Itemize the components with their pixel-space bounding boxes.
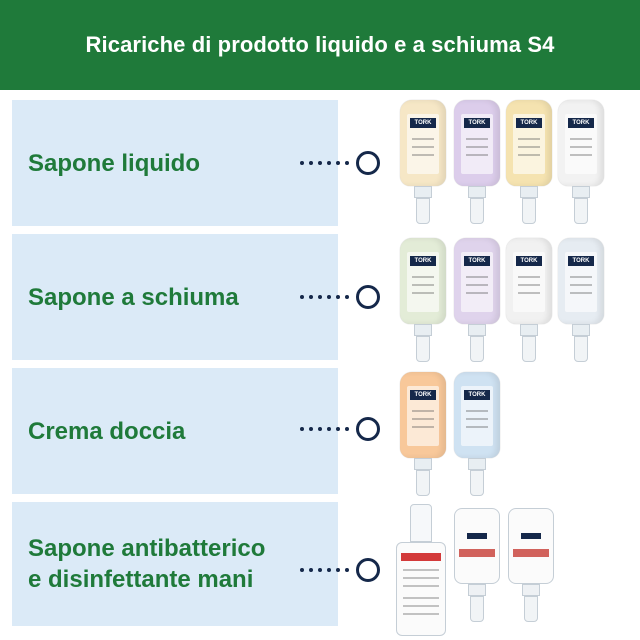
antibacterial-soap-bottle: [454, 508, 500, 628]
category-label: Sapone antibatterico e disinfettante man…: [28, 535, 266, 593]
tork-logo: TORK: [464, 256, 490, 266]
connector-ring-icon: [356, 285, 380, 309]
shower-cream-bottle: TORK: [400, 372, 446, 498]
tork-logo: TORK: [464, 390, 490, 400]
connector-ring-icon: [356, 151, 380, 175]
category-row-antibacterial: Sapone antibatterico e disinfettante man…: [12, 502, 338, 626]
connector: [300, 148, 390, 178]
foam-soap-bottle: TORK: [558, 238, 604, 364]
page-title: Ricariche di prodotto liquido e a schium…: [85, 32, 555, 57]
foam-soap-bottle: TORK: [506, 238, 552, 364]
liquid-soap-bottle: TORK: [454, 100, 500, 226]
connector: [300, 414, 390, 444]
tork-logo: TORK: [410, 118, 436, 128]
antibacterial-soap-bottle: [508, 508, 554, 628]
hand-sanitizer-bottle: [396, 504, 446, 636]
category-row-foam-soap: Sapone a schiuma: [12, 234, 338, 360]
category-label: Sapone a schiuma: [28, 283, 239, 311]
category-row-shower-cream: Crema doccia: [12, 368, 338, 494]
tork-logo: TORK: [410, 390, 436, 400]
connector-ring-icon: [356, 558, 380, 582]
category-label: Crema doccia: [28, 417, 186, 445]
tork-logo: TORK: [464, 118, 490, 128]
connector: [300, 282, 390, 312]
category-row-liquid-soap: Sapone liquido: [12, 100, 338, 226]
tork-logo: TORK: [516, 256, 542, 266]
liquid-soap-bottle: TORK: [506, 100, 552, 226]
liquid-soap-bottle: TORK: [558, 100, 604, 226]
connector: [300, 555, 390, 585]
foam-soap-bottle: TORK: [454, 238, 500, 364]
tork-logo: TORK: [568, 256, 594, 266]
tork-logo: TORK: [516, 118, 542, 128]
liquid-soap-bottle: TORK: [400, 100, 446, 226]
foam-soap-bottle: TORK: [400, 238, 446, 364]
shower-cream-bottle: TORK: [454, 372, 500, 498]
connector-ring-icon: [356, 417, 380, 441]
page-header: Ricariche di prodotto liquido e a schium…: [0, 0, 640, 90]
category-label: Sapone liquido: [28, 149, 200, 177]
tork-logo: TORK: [568, 118, 594, 128]
tork-logo: TORK: [410, 256, 436, 266]
